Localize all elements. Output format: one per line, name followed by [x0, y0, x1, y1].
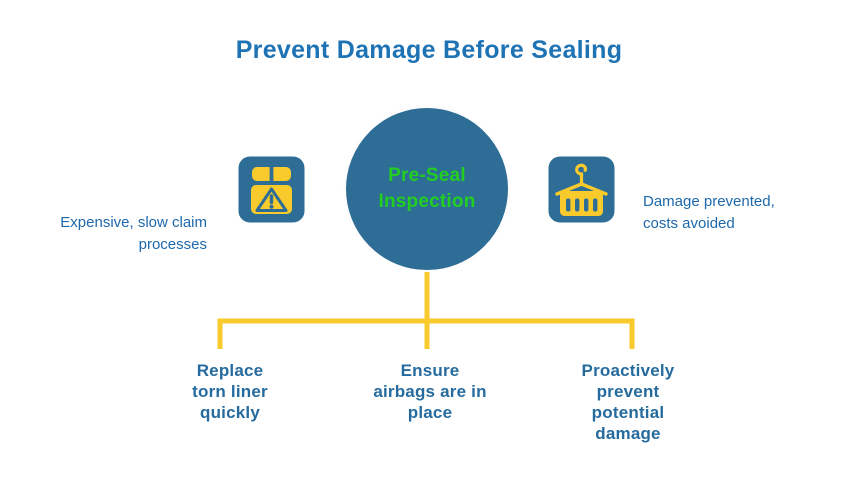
damaged-package-warning-icon [235, 153, 308, 226]
branch-label-replace-liner: Replace torn liner quickly [192, 361, 268, 422]
crane-lifting-container-icon [545, 153, 618, 226]
hub-label: Pre-Seal Inspection [378, 165, 476, 212]
branch-label-ensure-airbags: Ensure airbags are in place [373, 361, 487, 422]
page-title: Prevent Damage Before Sealing [235, 36, 623, 64]
branch-label-proactively-prevent: Proactively prevent potential damage [581, 361, 675, 443]
right-note: Damage prevented, costs avoided [643, 193, 775, 232]
hub-circle: Pre-Seal Inspection [343, 105, 511, 273]
damaged-package-warning-svg [235, 153, 308, 226]
left-note: Expensive, slow claim processes [60, 214, 207, 253]
crane-lifting-container-svg [545, 153, 618, 226]
